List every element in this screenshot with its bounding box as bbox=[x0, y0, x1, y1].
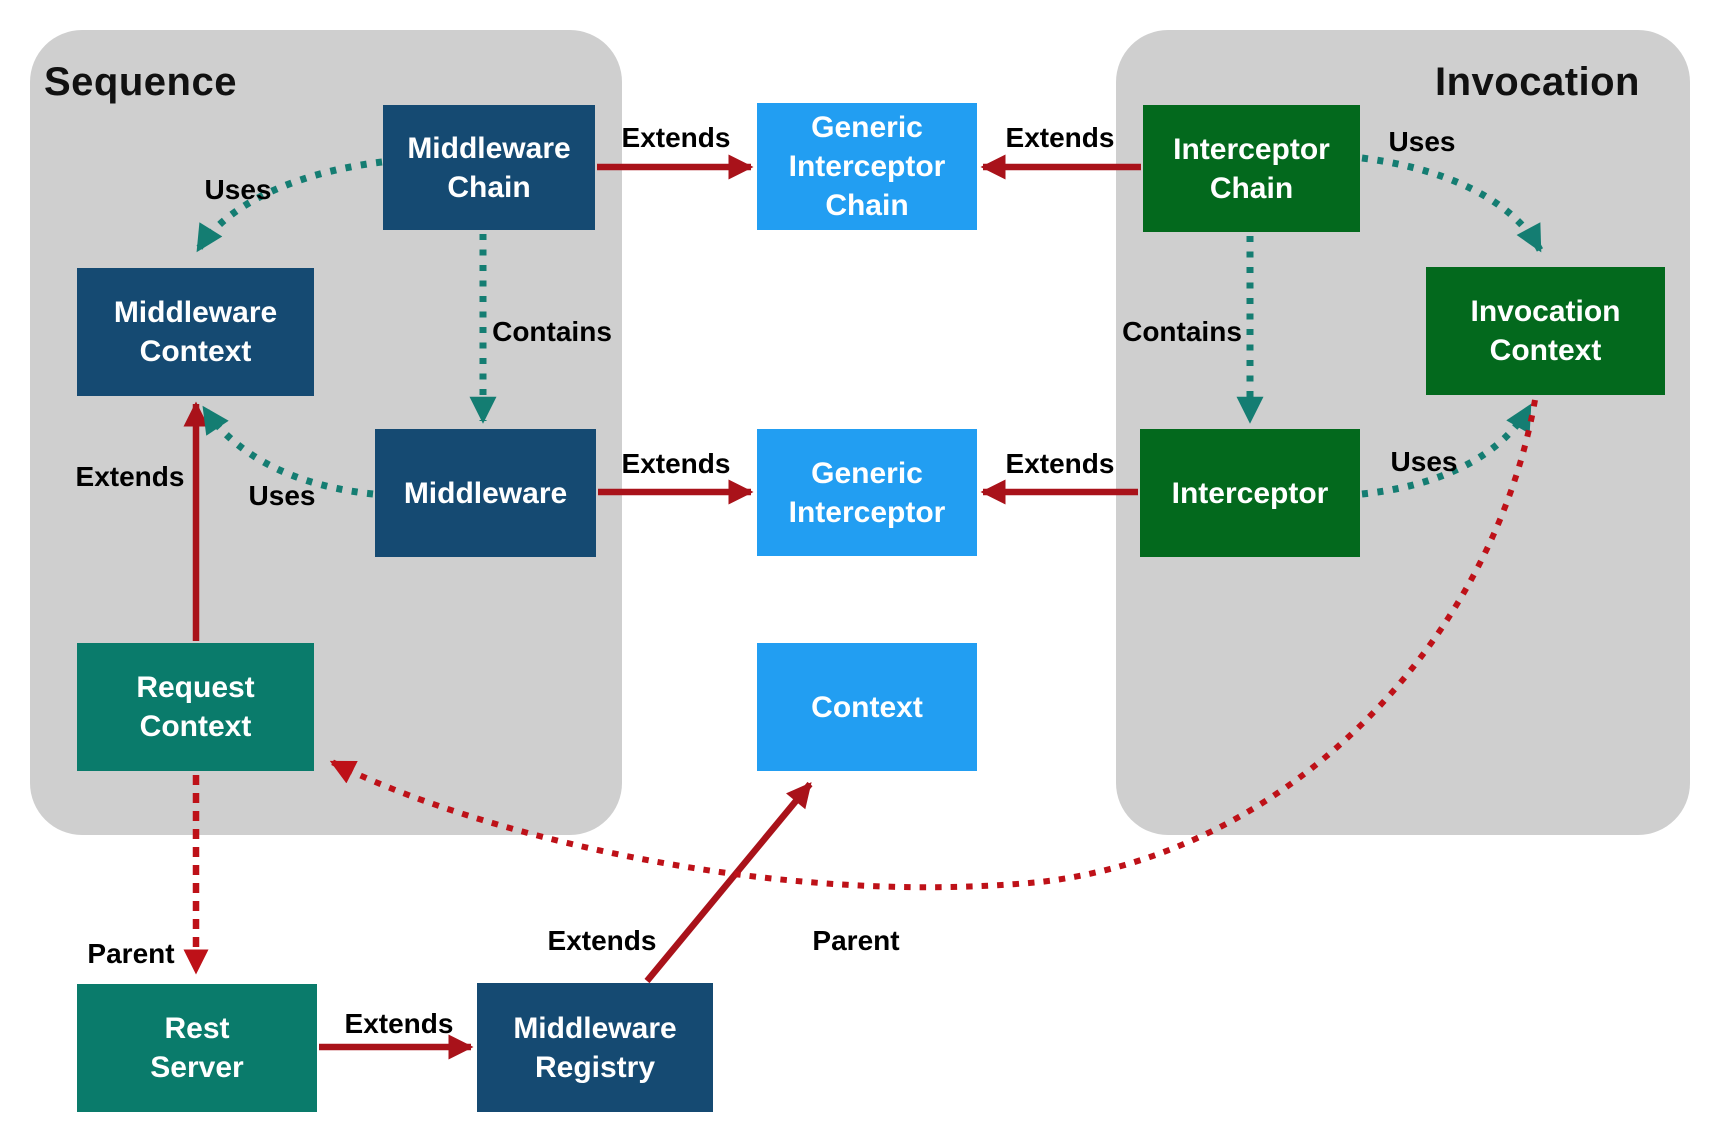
node-request-context: Request Context bbox=[77, 643, 314, 771]
node-middleware-chain: Middleware Chain bbox=[383, 105, 595, 230]
edge-label-extends: Extends bbox=[1005, 448, 1115, 479]
node-middleware-registry: Middleware Registry bbox=[477, 983, 713, 1112]
node-generic-interceptor-chain: Generic Interceptor Chain bbox=[757, 103, 977, 230]
edge-label-uses: Uses bbox=[1388, 126, 1456, 157]
node-rest-server: Rest Server bbox=[77, 984, 317, 1112]
panel-title-invocation: Invocation bbox=[1434, 60, 1640, 104]
edge-label-extends: Extends bbox=[75, 461, 185, 492]
edge-middleware-chain-middleware-context bbox=[195, 158, 383, 253]
edge-label-extends: Extends bbox=[1005, 122, 1115, 153]
node-middleware-context: Middleware Context bbox=[77, 268, 314, 396]
edge-label-contains: Contains bbox=[492, 316, 612, 347]
edge-label-extends: Extends bbox=[344, 1008, 454, 1039]
edge-label-extends: Extends bbox=[621, 122, 731, 153]
edge-label-uses: Uses bbox=[248, 480, 316, 511]
edge-interceptor-chain-invocation-context bbox=[1361, 154, 1544, 253]
node-context: Context bbox=[757, 643, 977, 771]
edge-middleware-registry-context bbox=[644, 781, 813, 984]
edge-label-extends: Extends bbox=[547, 925, 657, 956]
node-generic-interceptor: Generic Interceptor bbox=[757, 429, 977, 556]
panel-title-sequence: Sequence bbox=[44, 60, 237, 104]
node-interceptor: Interceptor bbox=[1140, 429, 1360, 557]
edge-label-parent: Parent bbox=[87, 938, 175, 969]
node-invocation-context: Invocation Context bbox=[1426, 267, 1665, 395]
edge-interceptor-invocation-context bbox=[1361, 403, 1534, 498]
edge-label-extends: Extends bbox=[621, 448, 731, 479]
edge-label-parent: Parent bbox=[812, 925, 900, 956]
edge-middleware-middleware-context bbox=[201, 405, 374, 498]
node-interceptor-chain: Interceptor Chain bbox=[1143, 105, 1360, 232]
edge-label-contains: Contains bbox=[1122, 316, 1242, 347]
node-middleware: Middleware bbox=[375, 429, 596, 557]
edge-label-uses: Uses bbox=[204, 174, 272, 205]
edge-label-uses: Uses bbox=[1390, 446, 1458, 477]
